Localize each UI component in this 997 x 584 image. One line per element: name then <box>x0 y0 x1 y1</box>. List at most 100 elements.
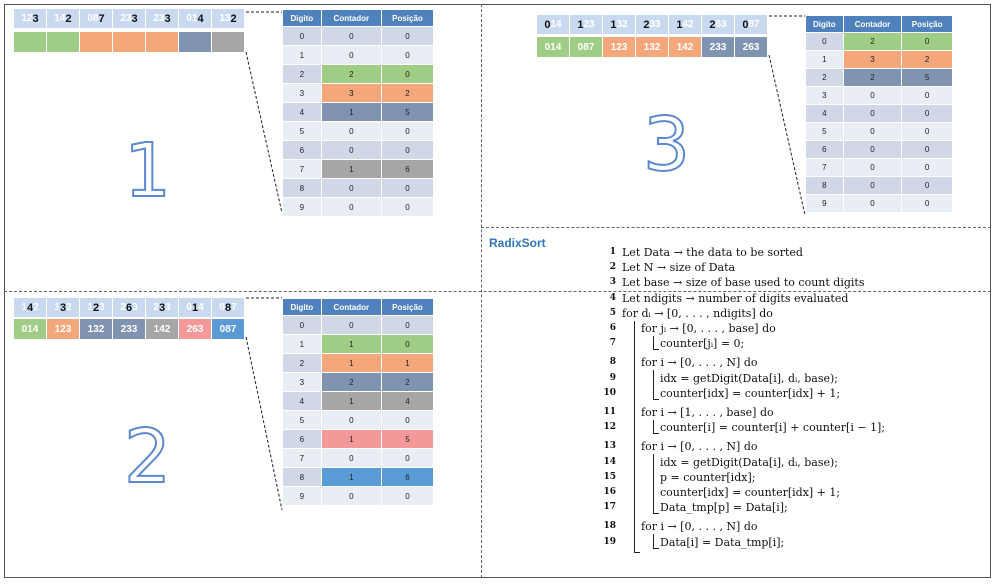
horizontal-divider-right <box>481 227 991 228</box>
counter-cell: 0 <box>321 411 381 429</box>
loop-bar-end <box>653 349 659 351</box>
digit-highlight: 3 <box>164 12 171 25</box>
line-number: 6 <box>609 323 616 333</box>
line-text: counter[idx] = counter[idx] + 1; <box>660 486 841 499</box>
position-cell: 0 <box>381 27 433 45</box>
value-cell: 233 <box>702 37 734 57</box>
digit-prefix: 1 <box>54 302 60 313</box>
digit-prefix: 0 <box>219 302 225 313</box>
digit-suffix: 23 <box>583 19 595 30</box>
digit-highlight: 3 <box>131 12 138 25</box>
digit-cell-label: 3 <box>283 373 321 391</box>
digit-highlight: 0 <box>544 18 551 31</box>
digit-suffix: 87 <box>748 19 760 30</box>
counter-cell: 0 <box>321 46 381 64</box>
line-number: 13 <box>603 441 616 452</box>
counter-cell: 0 <box>843 141 902 158</box>
digit-highlight: 8 <box>224 301 232 314</box>
counter-cell: 3 <box>321 84 381 102</box>
counter-cell: 0 <box>843 105 902 122</box>
line-text: for dᵢ → [0, . . . , ndigits] do <box>622 306 773 320</box>
digit-highlight: 3 <box>158 301 166 314</box>
position-cell: 0 <box>902 177 952 194</box>
digit-suffix: 3 <box>165 302 171 313</box>
digit-prefix: 2 <box>153 302 159 313</box>
counter-cell: 0 <box>843 195 902 212</box>
counter-cell: 0 <box>321 141 381 159</box>
loop-bar-end <box>653 513 659 515</box>
digit-suffix: 2 <box>33 302 39 313</box>
value-cell: 014 <box>537 37 569 57</box>
position-cell: 0 <box>381 449 433 467</box>
position-cell: 0 <box>381 141 433 159</box>
digit-suffix: 3 <box>132 302 138 313</box>
digit-suffix: 7 <box>231 302 237 313</box>
counter-cell: 0 <box>321 316 381 334</box>
loop-bar-end <box>653 547 659 549</box>
position-cell: 0 <box>381 198 433 216</box>
value-cell: 263 <box>179 319 211 339</box>
digit-cell-label: 6 <box>283 430 321 448</box>
loop-bar <box>653 420 654 434</box>
value-cell <box>212 32 244 52</box>
digit-prefix: 23 <box>153 13 165 24</box>
panel1-value-row <box>14 32 245 52</box>
digit-prefix: 12 <box>21 13 33 24</box>
position-cell: 2 <box>902 51 952 68</box>
table-header-cell: Digito <box>806 16 843 32</box>
value-cell <box>47 32 79 52</box>
digit-highlight: 2 <box>65 12 72 25</box>
position-cell: 0 <box>902 195 952 212</box>
digit-cell-label: 0 <box>283 316 321 334</box>
digit-prefix: 14 <box>54 13 66 24</box>
line-number: 19 <box>603 536 616 547</box>
table-header-cell: Contador <box>321 299 381 315</box>
position-cell: 0 <box>381 487 433 505</box>
digit-highlight: 3 <box>59 301 67 314</box>
counter-cell: 0 <box>321 449 381 467</box>
counter-cell: 3 <box>843 51 902 68</box>
line-text: counter[i] = counter[i] + counter[i − 1]… <box>660 421 886 435</box>
loop-bar-end <box>653 398 659 400</box>
digit-suffix: 14 <box>550 19 562 30</box>
position-cell: 1 <box>381 354 433 372</box>
table-header-cell: Posição <box>902 16 952 32</box>
table-header-cell: Posição <box>381 299 433 315</box>
counter-cell: 2 <box>843 69 902 86</box>
line-text: p = counter[idx]; <box>660 470 756 484</box>
digit-suffix: 2 <box>66 302 72 313</box>
table-header-cell: Digito <box>283 10 321 26</box>
value-cell: 087 <box>570 37 602 57</box>
line-number: 15 <box>603 471 616 482</box>
digit-cell-label: 4 <box>283 392 321 410</box>
counter-cell: 0 <box>843 87 902 104</box>
panel2-step-label: 2 <box>123 414 172 500</box>
position-cell: 0 <box>381 179 433 197</box>
counter-cell: 0 <box>321 198 381 216</box>
counter-cell: 1 <box>321 392 381 410</box>
digit-highlight: 3 <box>32 12 39 25</box>
digit-suffix: 32 <box>616 19 628 30</box>
digit-suffix: 42 <box>682 19 694 30</box>
